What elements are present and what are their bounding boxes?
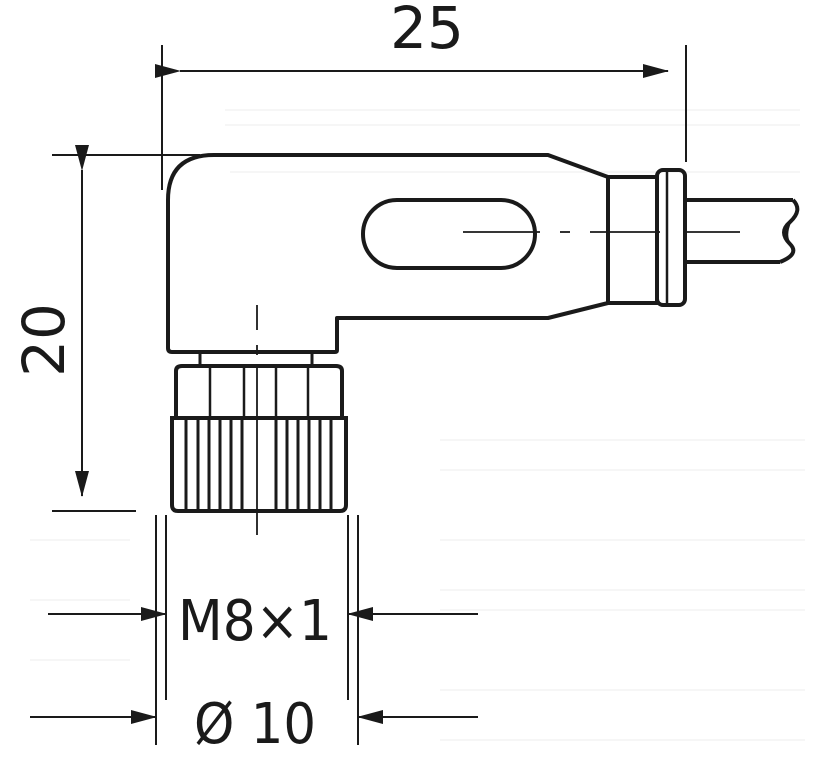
dimension-label-height: 20 (10, 303, 78, 377)
dimension-label-thread: M8×1 (178, 589, 332, 654)
dimension-label-width: 25 (390, 0, 464, 62)
knurling-lines (184, 420, 333, 509)
dimension-height-20 (52, 145, 200, 512)
cable-gland (608, 168, 687, 307)
background-ghost-lines (30, 109, 805, 741)
housing-outline (166, 153, 610, 354)
housing-window (361, 198, 537, 270)
connector-housing (166, 153, 610, 354)
coupling-nut (170, 350, 348, 513)
cable (685, 198, 800, 264)
dimension-width-25 (155, 45, 687, 190)
dimension-label-diameter: Ø 10 (194, 692, 316, 757)
